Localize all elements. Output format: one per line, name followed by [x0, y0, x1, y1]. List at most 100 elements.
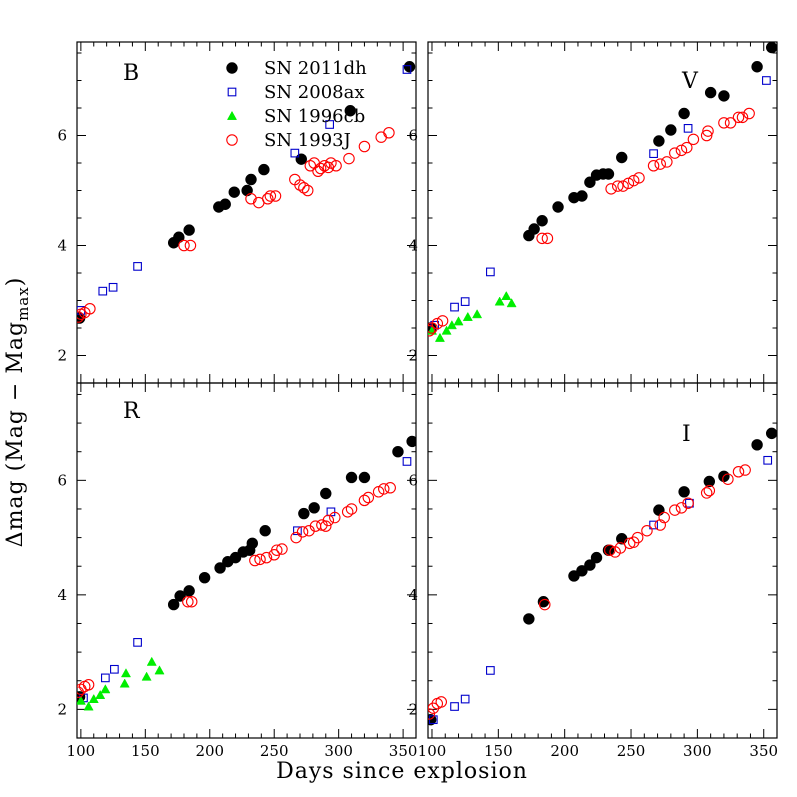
point-sn-1993j [700, 129, 713, 142]
point-sn-2008ax [402, 65, 412, 74]
point-sn-1993j [612, 180, 624, 192]
y-tick-label: 4 [57, 586, 67, 604]
point-sn-1993j [84, 302, 96, 315]
series-sn-1993j [428, 464, 751, 720]
x-tick-label: 300 [324, 742, 353, 760]
point-sn-1996cb [141, 671, 152, 681]
x-tick-label: 300 [683, 742, 712, 760]
point-sn-1993j [669, 147, 681, 159]
point-sn-2011dh [320, 487, 332, 500]
point-sn-1993j [617, 180, 629, 192]
point-sn-1996cb [506, 298, 517, 308]
point-sn-1996cb [120, 668, 132, 678]
x-tick-label: 350 [749, 742, 778, 760]
point-sn-1993j [739, 464, 751, 476]
point-sn-1993j [435, 696, 448, 708]
point-sn-1993j [329, 511, 341, 524]
point-sn-2011dh [174, 590, 186, 602]
point-sn-1993j [428, 708, 436, 720]
y-tick-label: 2 [57, 700, 67, 718]
legend-item-sn-2011dh: SN 2011dh [226, 58, 367, 79]
point-sn-2011dh [344, 105, 356, 117]
x-tick-label: 350 [389, 742, 418, 760]
band-label: I [682, 422, 691, 447]
point-sn-2011dh [665, 124, 677, 136]
point-sn-2011dh [406, 435, 416, 448]
y-tick-label: 6 [57, 471, 67, 489]
point-sn-2011dh [751, 439, 763, 451]
point-sn-1993j [431, 317, 444, 330]
point-sn-1993j [675, 144, 688, 157]
panel-frame [427, 382, 778, 739]
point-sn-1996cb [441, 325, 452, 335]
point-sn-1993j [185, 595, 198, 608]
point-sn-2011dh [403, 61, 416, 73]
point-sn-2008ax [108, 282, 118, 292]
point-sn-1996cb [95, 689, 106, 699]
point-sn-2008ax [110, 664, 119, 674]
point-sn-1993j [605, 183, 617, 195]
point-sn-1996cb [462, 311, 473, 321]
point-sn-1993j [304, 160, 317, 172]
point-sn-2011dh [245, 173, 257, 186]
point-sn-1993j [296, 526, 309, 538]
point-sn-1993j [732, 111, 745, 124]
point-sn-1993j [290, 531, 302, 544]
point-sn-2011dh [183, 585, 195, 597]
point-sn-1996cb [154, 665, 165, 675]
point-sn-2011dh [528, 223, 540, 235]
point-sn-1993j [647, 160, 660, 172]
point-sn-2008ax [683, 124, 693, 133]
point-sn-2011dh [653, 135, 665, 147]
y-tick-label: 6 [57, 127, 67, 145]
point-sn-1993j [271, 544, 283, 556]
x-tick-label: 250 [617, 742, 646, 760]
point-sn-1993j [631, 531, 644, 544]
panel-frame [76, 382, 417, 739]
point-sn-1993j [724, 117, 737, 129]
y-axis-title-close: ) [3, 277, 28, 287]
data-points [428, 42, 777, 342]
point-sn-2011dh [704, 86, 717, 99]
band-label: R [123, 399, 141, 424]
legend-marker-sn-1996cb [226, 110, 238, 120]
y-tick-label: 6 [408, 471, 418, 489]
point-sn-2011dh [584, 176, 596, 188]
point-sn-1993j [722, 473, 734, 485]
point-sn-2011dh [308, 502, 320, 514]
point-sn-1996cb [100, 684, 111, 694]
x-tick-label: 150 [484, 742, 513, 760]
y-tick-label: 6 [408, 127, 418, 145]
point-sn-2011dh [228, 186, 240, 198]
legend-label: SN 2011dh [264, 58, 367, 79]
point-sn-1993j [654, 519, 666, 531]
data-points [77, 61, 416, 324]
point-sn-1996cb [434, 332, 445, 342]
point-sn-2008ax [486, 666, 495, 675]
point-sn-1993j [182, 595, 194, 608]
point-sn-1993j [82, 678, 95, 691]
x-tick-label: 100 [418, 742, 447, 760]
legend-item-sn-2008ax: SN 2008ax [227, 82, 365, 103]
data-points [77, 435, 416, 711]
point-sn-1993j [732, 465, 745, 478]
point-sn-1993j [687, 133, 700, 146]
point-sn-2008ax [290, 148, 300, 158]
point-sn-1993j [178, 239, 190, 252]
point-sn-2011dh [584, 559, 596, 571]
y-tick-label: 4 [408, 586, 418, 604]
series-sn-1996cb [77, 656, 165, 711]
point-sn-2011dh [678, 486, 690, 498]
point-sn-2011dh [590, 551, 603, 564]
point-sn-2011dh [576, 190, 588, 202]
point-sn-1993j [358, 140, 371, 153]
series-sn-2008ax [430, 76, 771, 330]
point-sn-2011dh [751, 61, 763, 73]
point-sn-1996cb [119, 678, 130, 688]
point-sn-2008ax [763, 455, 773, 465]
